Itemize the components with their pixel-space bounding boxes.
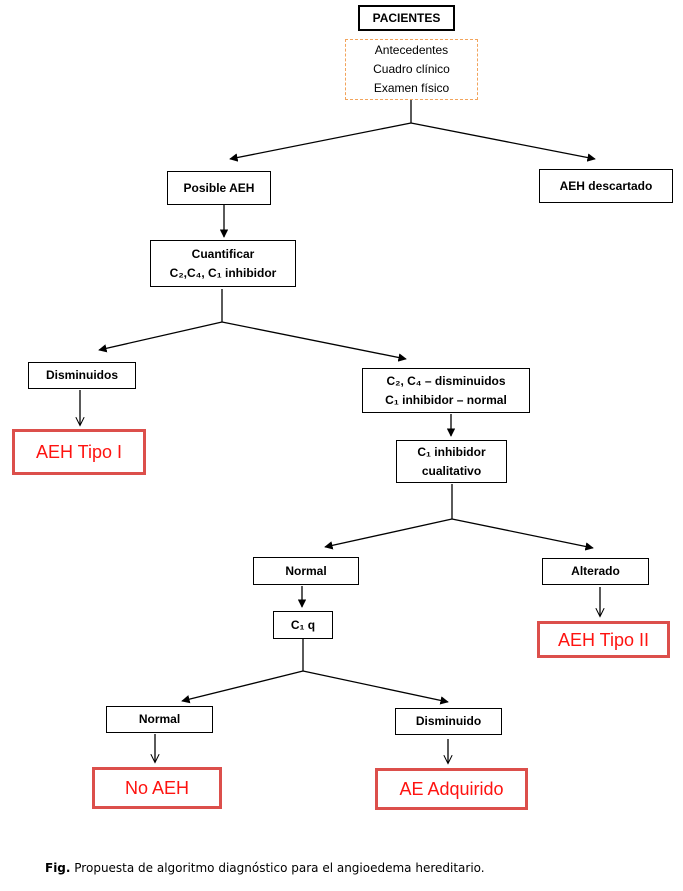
node-cuantificar: Cuantificar C₂,C₄, C₁ inhibidor	[150, 240, 296, 287]
node-c1-cualitativo-line1: C₁ inhibidor	[417, 444, 486, 459]
node-cuantificar-line2: C₂,C₄, C₁ inhibidor	[169, 265, 277, 280]
node-c1-inhibidor-cualitativo: C₁ inhibidor cualitativo	[396, 440, 507, 483]
node-c2c4-disminuidos: C₂, C₄ – disminuidos C₁ inhibidor – norm…	[362, 368, 530, 413]
node-c1q: C₁ q	[273, 611, 333, 639]
connector-to-normal-inf	[181, 670, 304, 704]
node-pacientes-label: PACIENTES	[372, 10, 441, 25]
node-c1q-label: C₁ q	[290, 617, 316, 632]
node-c2c4-line1: C₂, C₄ – disminuidos	[386, 373, 506, 388]
node-cuantificar-line1: Cuantificar	[191, 246, 255, 261]
node-posible-aeh-label: Posible AEH	[183, 180, 255, 195]
figure-caption: Fig. Propuesta de algoritmo diagnóstico …	[45, 861, 665, 875]
node-normal-inferior-label: Normal	[138, 712, 181, 726]
node-normal-inferior: Normal	[106, 706, 213, 733]
screening-line-examen-fisico: Examen físico	[373, 81, 450, 95]
figure-caption-prefix: Fig.	[45, 861, 71, 875]
node-disminuidos: Disminuidos	[28, 362, 136, 389]
screening-line-antecedentes: Antecedentes	[374, 43, 449, 57]
connector-to-disminuidos	[98, 321, 223, 353]
node-aeh-descartado: AEH descartado	[539, 169, 673, 203]
node-alterado: Alterado	[542, 558, 649, 585]
node-evaluacion-inicial: Antecedentes Cuadro clínico Examen físic…	[345, 39, 478, 100]
node-normal-superior: Normal	[253, 557, 359, 585]
node-ae-adquirido: AE Adquirido	[375, 768, 528, 810]
node-c2c4-line2: C₁ inhibidor – normal	[385, 392, 507, 407]
node-aeh-tipo-2: AEH Tipo II	[537, 621, 670, 658]
node-aeh-tipo-1-label: AEH Tipo I	[35, 442, 123, 462]
node-aeh-descartado-label: AEH descartado	[559, 178, 653, 193]
node-disminuido-label: Disminuido	[415, 714, 482, 728]
connector-to-c2c4	[221, 321, 407, 362]
connector-to-posible-aeh	[229, 122, 412, 162]
connector-to-disminuido	[302, 670, 449, 705]
node-disminuido: Disminuido	[395, 708, 502, 735]
node-no-aeh: No AEH	[92, 767, 222, 809]
node-aeh-tipo-1: AEH Tipo I	[12, 429, 146, 475]
node-no-aeh-label: No AEH	[124, 778, 190, 798]
figure-caption-text: Propuesta de algoritmo diagnóstico para …	[70, 861, 485, 875]
screening-line-cuadro-clinico: Cuadro clínico	[373, 62, 450, 76]
node-aeh-tipo-2-label: AEH Tipo II	[557, 629, 650, 650]
node-ae-adquirido-label: AE Adquirido	[399, 779, 504, 799]
node-pacientes: PACIENTES	[358, 5, 455, 31]
node-alterado-label: Alterado	[571, 564, 620, 578]
connector-to-normal-sup	[324, 518, 453, 550]
node-posible-aeh: Posible AEH	[167, 171, 271, 205]
node-normal-superior-label: Normal	[285, 563, 327, 578]
node-disminuidos-label: Disminuidos	[45, 368, 118, 382]
connector-to-aeh-descartado	[410, 122, 596, 162]
node-c1-cualitativo-line2: cualitativo	[421, 463, 482, 478]
connector-to-alterado	[451, 518, 594, 551]
